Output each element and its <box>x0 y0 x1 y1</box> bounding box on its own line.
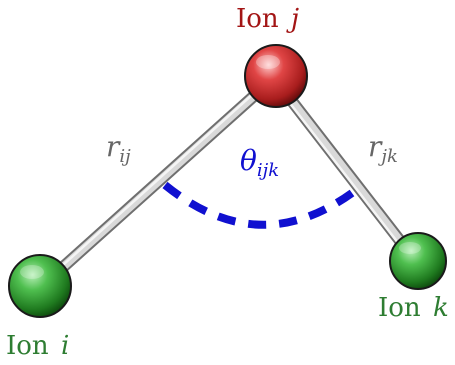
ion-k-label: Ion k <box>378 293 449 323</box>
ion-i-sphere <box>8 254 72 318</box>
ion-j-label: Ion j <box>236 4 299 34</box>
ion-i-label: Ion i <box>6 331 69 361</box>
angle-arc <box>162 181 359 229</box>
ion-k-sphere <box>389 232 447 290</box>
bond-jk-label: rjk <box>368 130 398 167</box>
bond-ij <box>37 72 280 291</box>
bond-ij-label: rij <box>106 130 131 167</box>
angle-label: θijk <box>240 144 279 181</box>
ion-j-sphere <box>244 44 308 108</box>
bond-jk <box>268 72 424 270</box>
